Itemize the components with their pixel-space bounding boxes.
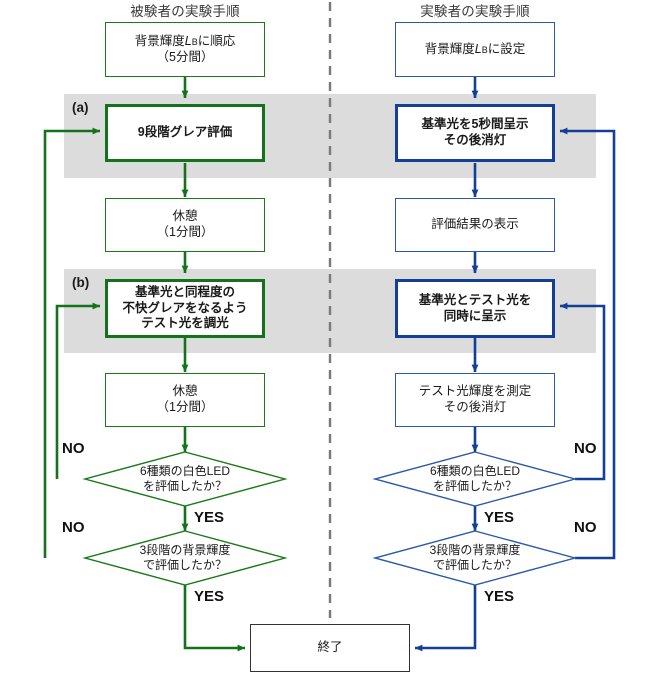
edge-label-led6-subject-no: NO <box>62 440 85 457</box>
node-rest-2[interactable]: 休憩 （1分間） <box>105 373 265 427</box>
node-dimming-line1: 基準光と同程度の <box>134 285 235 300</box>
edge-led6r-no-loop <box>559 302 606 481</box>
edge-lum3r-no-loop <box>559 127 616 560</box>
diamond-led6r-shape <box>372 451 578 507</box>
node-adapt-var: L <box>184 33 192 48</box>
node-ref5s-line1: 基準光を5秒間呈示 <box>421 117 529 132</box>
diamond-led6-shape <box>82 451 288 507</box>
node-adapt-sub: B <box>191 36 198 47</box>
node-rest-2-line2: （1分間） <box>156 400 214 414</box>
edge-label-lum3-subject-no: NO <box>62 519 85 536</box>
node-rest-1[interactable]: 休憩 （1分間） <box>105 198 265 252</box>
node-setlum-sub: B <box>481 44 488 55</box>
node-adapt[interactable]: 背景輝度LBに順応 （5分間） <box>105 22 265 77</box>
band-label-a: (a) <box>72 100 89 115</box>
edge-lum3r-yes-to-end <box>414 585 477 652</box>
node-show-rating-result[interactable]: 評価結果の表示 <box>395 198 555 252</box>
edge-label-led6-experimenter-no: NO <box>574 440 597 457</box>
node-end[interactable]: 終了 <box>250 624 410 672</box>
node-adapt-line2: （5分間） <box>156 49 214 64</box>
node-measure-test-luminance[interactable]: テスト光輝度を測定 その後消灯 <box>395 373 555 427</box>
node-showres-label: 評価結果の表示 <box>431 217 519 232</box>
diamond-lum3-shape <box>82 530 288 586</box>
node-dimming-line3: テスト光を調光 <box>141 316 229 331</box>
node-glare-rating-label: 9段階グレア評価 <box>137 125 233 140</box>
edge-led6-no-loop <box>55 302 101 479</box>
node-reftest-line2: 同時に呈示 <box>443 308 507 323</box>
edge-label-lum3-experimenter-no: NO <box>574 519 597 536</box>
node-reference-light-5s[interactable]: 基準光を5秒間呈示 その後消灯 <box>395 104 555 162</box>
node-rest-1-line2: （1分間） <box>156 225 214 239</box>
diamond-lum3r-shape <box>372 530 578 586</box>
node-reference-and-test-simultaneous[interactable]: 基準光とテスト光を 同時に呈示 <box>395 279 555 338</box>
column-header-experimenter: 実験者の実験手順 <box>420 4 530 19</box>
node-setlum-line1: 背景輝度 <box>424 41 475 56</box>
edge-lum3-yes-to-end <box>183 585 246 652</box>
node-set-background-luminance[interactable]: 背景輝度LBに設定 <box>395 22 555 77</box>
node-glare-rating[interactable]: 9段階グレア評価 <box>105 104 265 162</box>
node-adapt-line1b: に順応 <box>197 33 236 48</box>
edge-label-lum3-subject-yes: YES <box>194 588 225 605</box>
node-setlum-line1b: に設定 <box>487 41 526 56</box>
node-adapt-line1: 背景輝度 <box>134 33 185 48</box>
node-rest-2-line1: 休憩 <box>172 384 198 399</box>
band-label-b: (b) <box>72 275 90 290</box>
edge-label-lum3-experimenter-yes: YES <box>484 588 515 605</box>
node-measure-line2: その後消灯 <box>443 400 507 414</box>
node-dimming-line2: 不快グレアをなるよう <box>122 300 248 315</box>
node-test-light-dimming[interactable]: 基準光と同程度の 不快グレアをなるよう テスト光を調光 <box>105 279 265 338</box>
edge-label-led6-subject-yes: YES <box>194 509 225 526</box>
column-header-subject: 被験者の実験手順 <box>130 4 240 19</box>
node-ref5s-line2: その後消灯 <box>443 133 507 147</box>
node-reftest-line1: 基準光とテスト光を <box>418 292 532 307</box>
node-rest-1-line1: 休憩 <box>172 209 198 224</box>
node-setlum-var: L <box>474 41 482 56</box>
node-end-label: 終了 <box>317 640 343 655</box>
edge-label-led6-experimenter-yes: YES <box>484 509 515 526</box>
node-measure-line1: テスト光輝度を測定 <box>418 384 532 399</box>
edge-lum3-no-loop <box>43 127 101 558</box>
